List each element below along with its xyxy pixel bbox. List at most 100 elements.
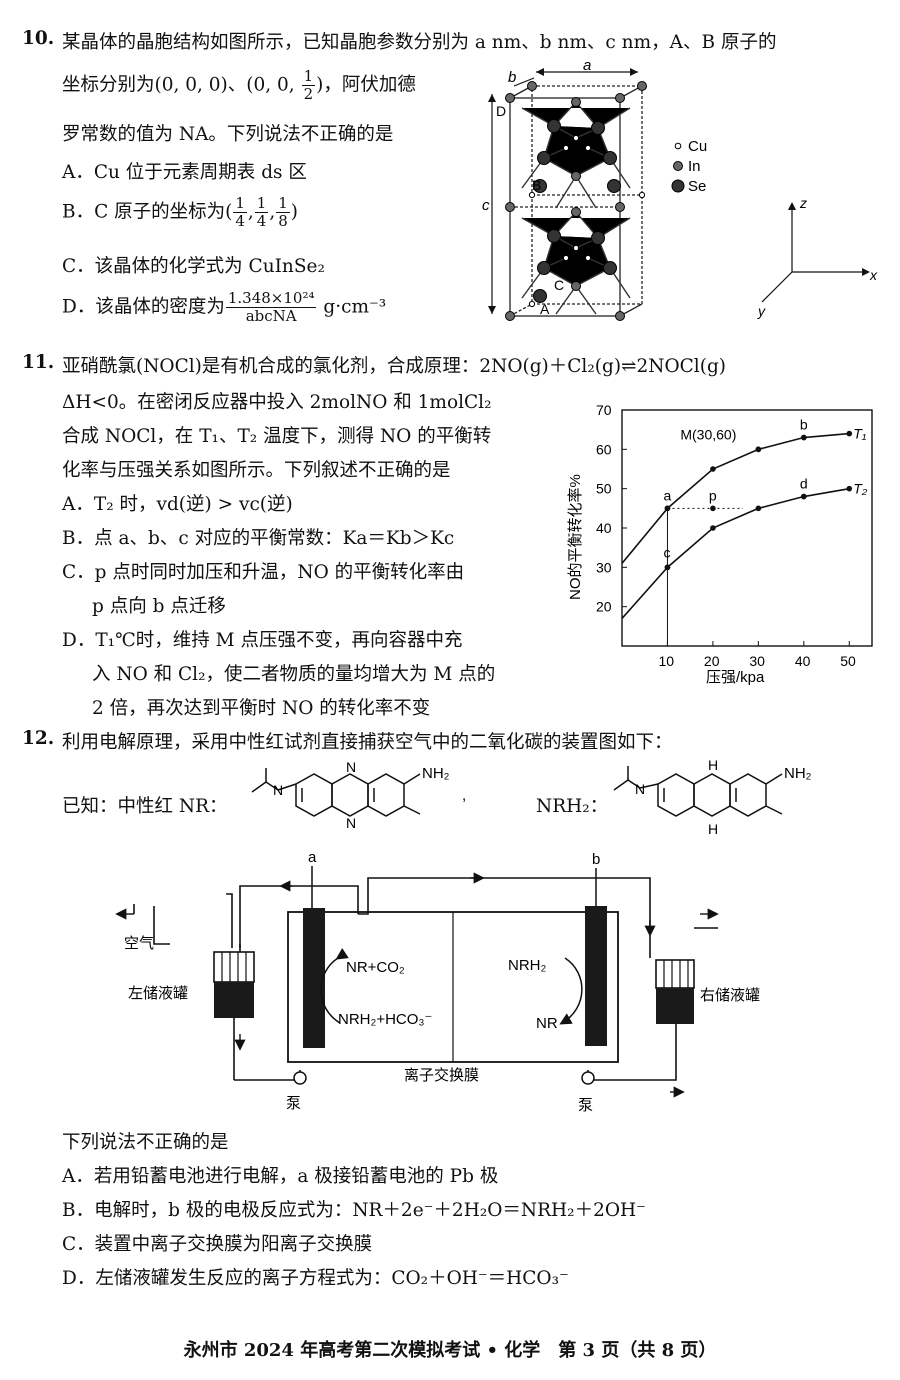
- q11-option-a: A．T₂ 时，vd(逆) > vc(逆): [62, 494, 293, 515]
- marked-point-M(30,60): [755, 446, 762, 453]
- legend-in: In: [688, 158, 701, 175]
- q12-option-d: D．左储液罐发生反应的离子方程式为：CO₂＋OH⁻＝HCO₃⁻: [62, 1268, 569, 1289]
- q12-option-b: B．电解时，b 极的电极反应式为：NR＋2e⁻＋2H₂O＝NRH₂＋2OH⁻: [62, 1200, 646, 1221]
- y-tick-label: 30: [596, 559, 612, 575]
- marked-point-c: [664, 564, 671, 571]
- q10-option-a: A．Cu 位于元素周期表 ds 区: [62, 162, 307, 183]
- chart-frame: [621, 409, 873, 647]
- series-label-T1: T₁: [853, 426, 867, 442]
- x-tick-label: 40: [795, 653, 811, 669]
- q11-option-d-line2: 入 NO 和 Cl₂，使二者物质的量均增大为 M 点的: [92, 664, 496, 685]
- nr-nh2: NH₂: [422, 765, 450, 782]
- q10-stem-line1: 某晶体的晶胞结构如图所示，已知晶胞参数分别为 a nm、b nm、c nm，A、…: [62, 32, 777, 53]
- nr-ring-n-bottom: N: [346, 815, 356, 831]
- marked-point-p: [710, 505, 716, 512]
- page-footer: 永州市 2024 年高考第二次模拟考试 • 化学 第 3 页（共 8 页）: [183, 1340, 717, 1361]
- point-label-a: a: [663, 487, 671, 503]
- q11-option-d-line3: 2 倍，再次达到平衡时 NO 的转化率不变: [92, 698, 431, 719]
- q11-stem-line1: 亚硝酰氯(NOCl)是有机合成的氯化剂，合成原理：2NO(g)＋Cl₂(g)⇌2…: [62, 356, 727, 377]
- axis-x: x: [869, 267, 878, 283]
- pump-left-label: 泵: [286, 1095, 301, 1112]
- nrh2-ring-nh-bottom: H: [708, 821, 718, 837]
- left-tank-label: 左储液罐: [128, 985, 188, 1002]
- q12-nrh2-label: NRH₂：: [536, 796, 609, 817]
- svg-text:,: ,: [462, 787, 466, 804]
- series-point-T2: [755, 505, 762, 512]
- q12-known: 已知：中性红 NR：: [62, 796, 228, 817]
- q10-stem-line3: 罗常数的值为 NA。下列说法不正确的是: [62, 124, 394, 145]
- pump-right-label: 泵: [578, 1097, 593, 1114]
- series-point-T1: [846, 430, 853, 437]
- crystal-cell-figure: a b c D B C A Cu In: [482, 58, 878, 321]
- series-label-T2: T₂: [853, 481, 868, 497]
- point-label-p: p: [709, 487, 717, 503]
- q12-stem: 利用电解原理，采用中性红试剂直接捕获空气中的二氧化碳的装置图如下：: [62, 732, 673, 753]
- axis-y: y: [757, 303, 766, 319]
- nrh2-nh2: NH₂: [784, 765, 812, 782]
- series-line-T1: [621, 432, 850, 564]
- axis-z: z: [799, 195, 807, 211]
- series-point-T2: [846, 485, 853, 492]
- y-tick-label: 60: [596, 441, 612, 457]
- marked-point-d: [801, 493, 807, 500]
- q12-number: 12.: [22, 728, 55, 749]
- legend-se: Se: [688, 178, 706, 195]
- q12-prompt: 下列说法不正确的是: [62, 1132, 229, 1153]
- q11-option-c-line2: p 点向 b 点迁移: [92, 596, 226, 617]
- q10-number: 10.: [22, 28, 55, 49]
- point-label-M(30,60): M(30,60): [680, 426, 736, 442]
- chart-y-label: NO的平衡转化率%: [567, 474, 584, 600]
- label-c: c: [482, 197, 490, 214]
- eq-left-top: NR+CO₂: [346, 959, 405, 976]
- label-D: D: [496, 103, 506, 119]
- point-label-c: c: [663, 544, 670, 560]
- nr-n-atom: N: [273, 782, 283, 798]
- x-tick-label: 50: [840, 653, 856, 669]
- q12-option-a: A．若用铅蓄电池进行电解，a 极接铅蓄电池的 Pb 极: [62, 1166, 499, 1187]
- nrh2-n-atom: N: [635, 781, 645, 797]
- q11-option-c-line1: C．p 点时同时加压和升温，NO 的平衡转化率由: [62, 562, 465, 583]
- marked-point-b: [801, 434, 807, 441]
- label-B: B: [532, 177, 541, 193]
- q11-option-d-line1: D．T₁℃时，维持 M 点压强不变，再向容器中充: [62, 630, 463, 651]
- nr-ring-n-top: N: [346, 760, 356, 775]
- label-A: A: [540, 301, 550, 317]
- chart-x-label: 压强/kpa: [706, 669, 765, 686]
- electrode-b-label: b: [592, 851, 600, 868]
- right-tank-label: 右储液罐: [700, 987, 760, 1004]
- eq-left-bottom: NRH₂+HCO₃⁻: [338, 1011, 432, 1028]
- q10-option-c: C．该晶体的化学式为 CuInSe₂: [62, 256, 325, 277]
- label-a: a: [583, 58, 591, 74]
- air-label: 空气: [124, 935, 154, 952]
- y-tick-label: 20: [596, 599, 612, 615]
- eq-right-bottom: NR: [536, 1015, 558, 1032]
- x-tick-label: 30: [749, 653, 765, 669]
- q11-stem-line3: 合成 NOCl，在 T₁、T₂ 温度下，测得 NO 的平衡转: [62, 426, 492, 447]
- x-tick-label: 20: [704, 653, 720, 669]
- legend-cu: Cu: [688, 138, 707, 155]
- y-tick-label: 70: [596, 402, 612, 418]
- series-line-T2: [621, 487, 850, 619]
- marked-point-a: [664, 505, 671, 512]
- point-label-d: d: [800, 476, 808, 492]
- q11-stem-line4: 化率与压强关系如图所示。下列叙述不正确的是: [62, 460, 451, 481]
- membrane-label: 离子交换膜: [404, 1066, 479, 1084]
- y-tick-label: 40: [596, 520, 612, 536]
- point-label-b: b: [800, 417, 808, 433]
- q11-number: 11.: [22, 352, 55, 373]
- label-C: C: [554, 277, 564, 293]
- eq-right-top: NRH₂: [508, 957, 546, 974]
- electrode-a-label: a: [308, 849, 317, 866]
- q11-stem-line2: ΔH<0。在密闭反应器中投入 2molNO 和 1molCl₂: [62, 392, 492, 413]
- electrolysis-device: a b NR+CO₂ NRH₂+HCO₃⁻ NRH₂ NR 空气 左储液罐 右储…: [115, 849, 760, 1114]
- series-point-T2: [710, 525, 716, 531]
- q12-option-c: C．装置中离子交换膜为阳离子交换膜: [62, 1234, 373, 1255]
- y-tick-label: 50: [596, 481, 612, 497]
- neutral-red-structure: N N N NH₂ ,: [251, 760, 466, 831]
- q11-option-b: B．点 a、b、c 对应的平衡常数：Ka＝Kb＞Kc: [62, 528, 455, 549]
- nrh2-ring-nh-top: H: [708, 757, 718, 773]
